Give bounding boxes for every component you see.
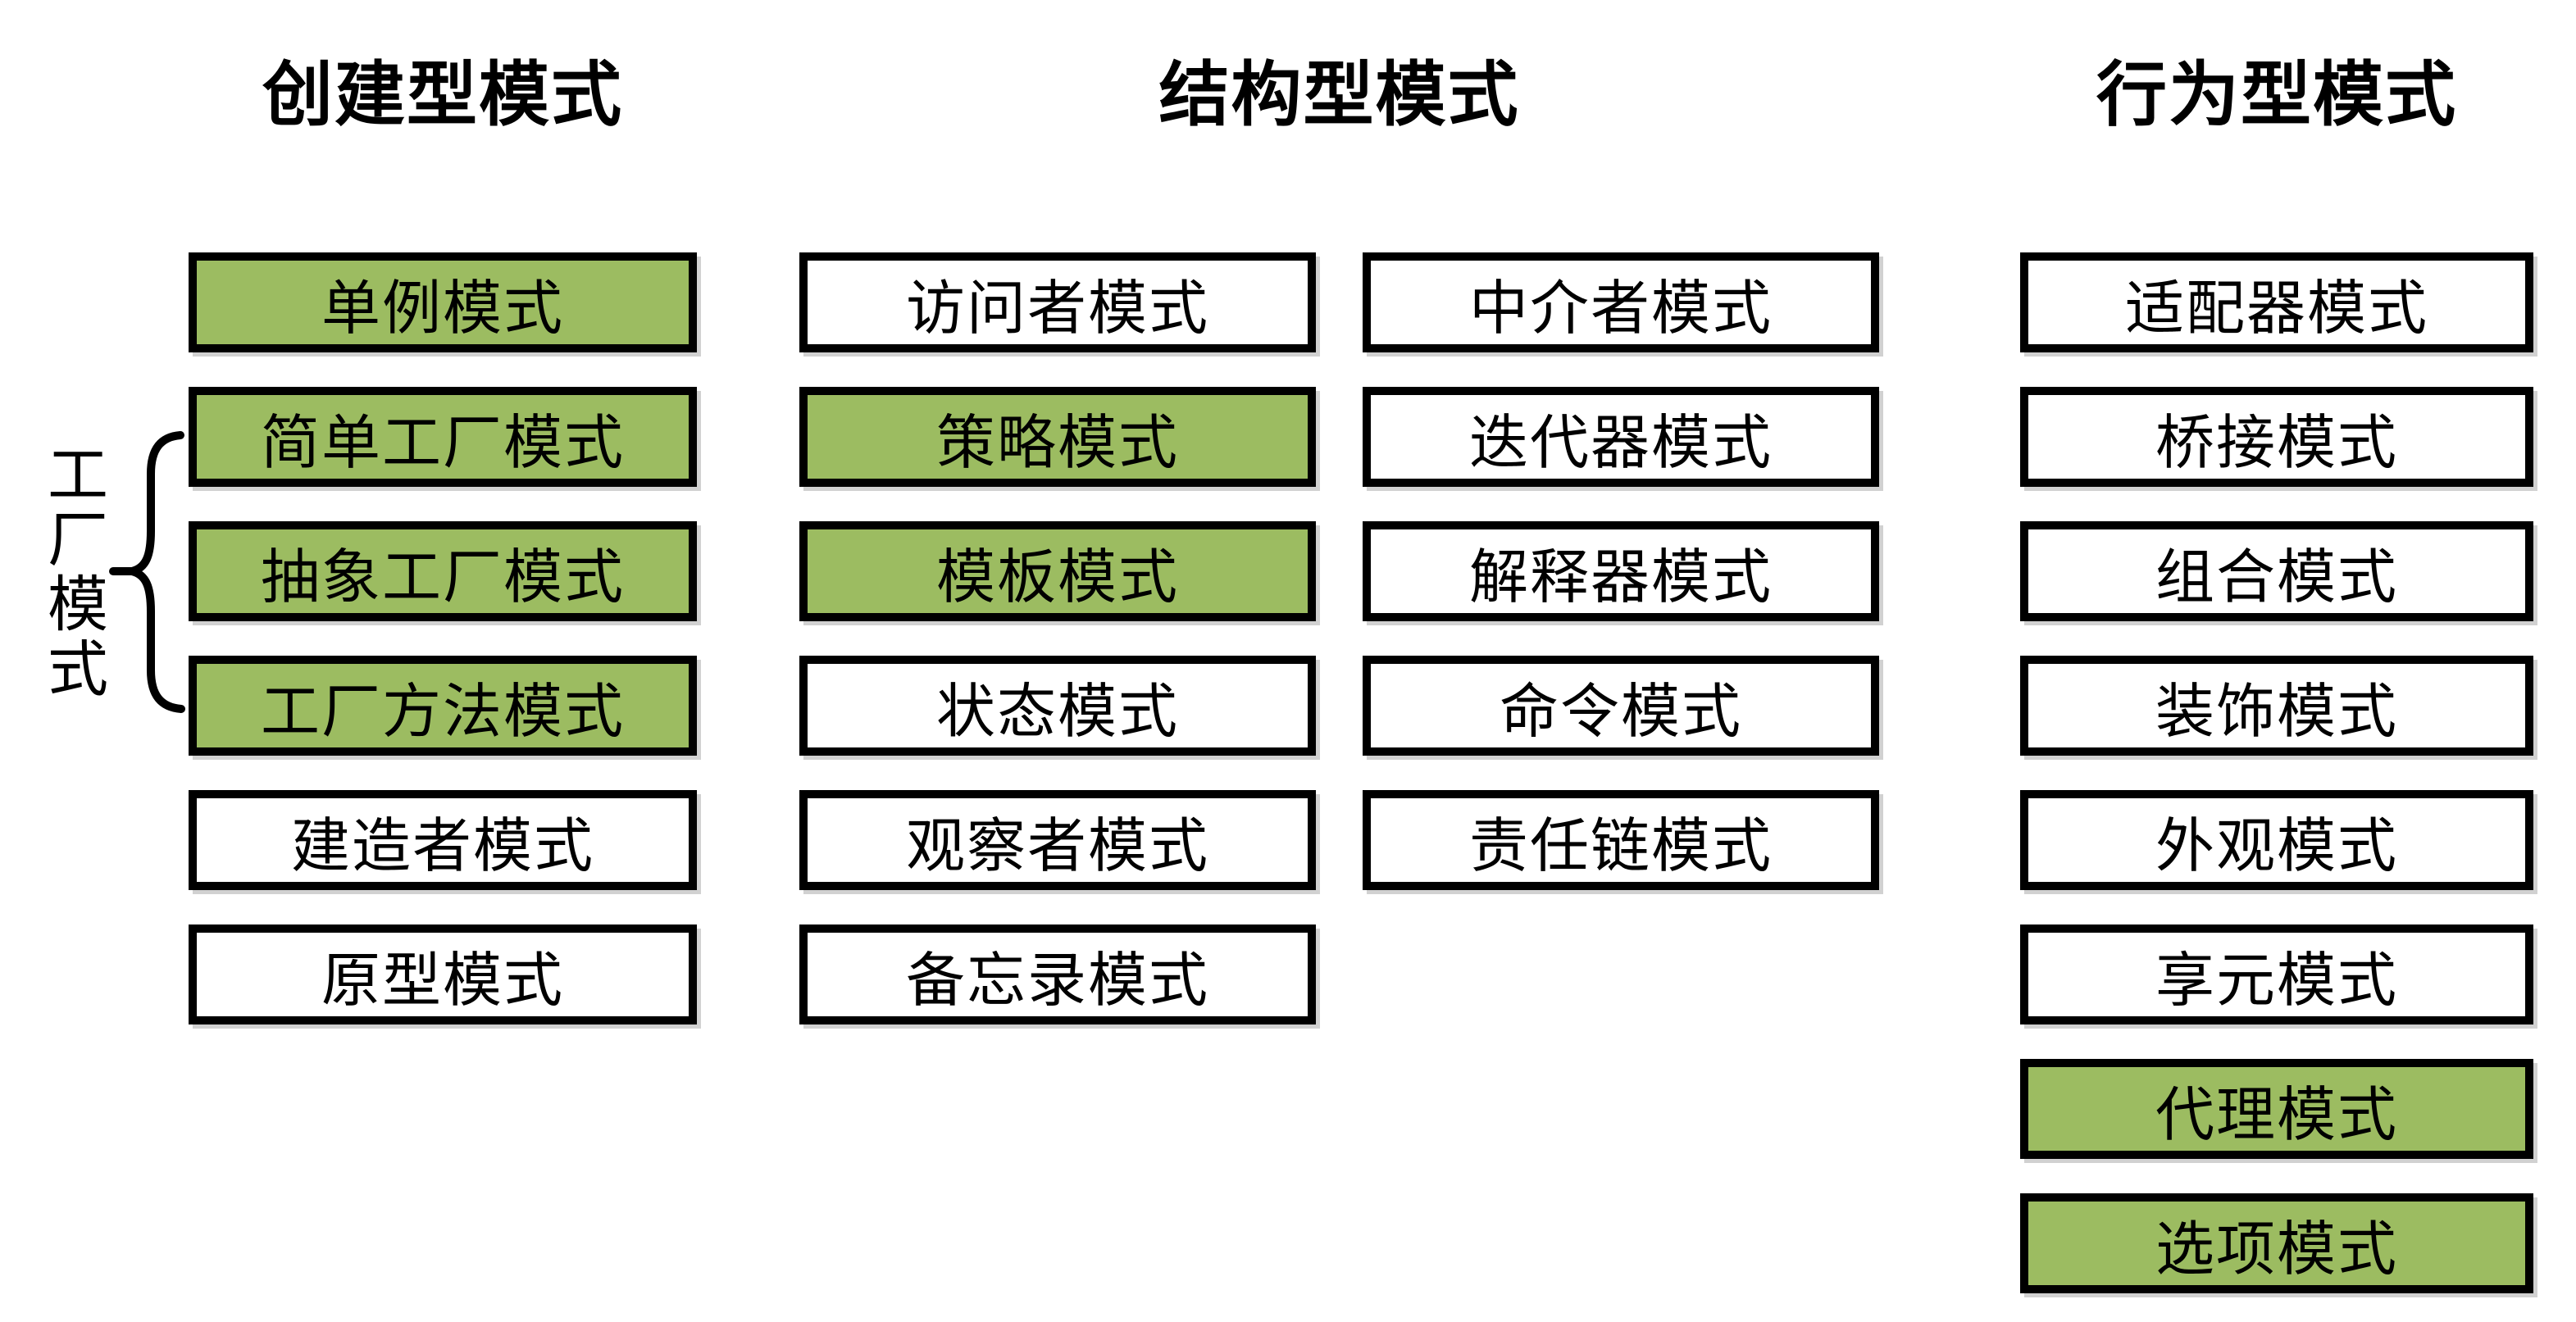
box-builder-pattern: 建造者模式 xyxy=(189,790,697,890)
box-facade-pattern: 外观模式 xyxy=(2020,790,2533,890)
box-decorator-pattern: 装饰模式 xyxy=(2020,656,2533,756)
box-simple-factory-pattern: 简单工厂模式 xyxy=(189,387,697,487)
header-behavioral-patterns: 行为型模式 xyxy=(2096,55,2457,134)
box-iterator-pattern: 迭代器模式 xyxy=(1363,387,1879,487)
box-singleton-pattern: 单例模式 xyxy=(189,252,697,352)
header-structural-patterns: 结构型模式 xyxy=(1158,55,1520,134)
box-factory-method-pattern: 工厂方法模式 xyxy=(189,656,697,756)
box-strategy-pattern: 策略模式 xyxy=(799,387,1316,487)
box-template-pattern: 模板模式 xyxy=(799,521,1316,621)
box-proxy-pattern: 代理模式 xyxy=(2020,1059,2533,1159)
box-state-pattern: 状态模式 xyxy=(799,656,1316,756)
box-interpreter-pattern: 解释器模式 xyxy=(1363,521,1879,621)
box-bridge-pattern: 桥接模式 xyxy=(2020,387,2533,487)
box-option-pattern: 选项模式 xyxy=(2020,1193,2533,1293)
box-composite-pattern: 组合模式 xyxy=(2020,521,2533,621)
box-adapter-pattern: 适配器模式 xyxy=(2020,252,2533,352)
factory-group-label: 工厂模式 xyxy=(48,441,108,703)
box-memento-pattern: 备忘录模式 xyxy=(799,924,1316,1024)
header-creational-patterns: 创建型模式 xyxy=(262,55,623,134)
box-prototype-pattern: 原型模式 xyxy=(189,924,697,1024)
box-visitor-pattern: 访问者模式 xyxy=(799,252,1316,352)
box-observer-pattern: 观察者模式 xyxy=(799,790,1316,890)
box-mediator-pattern: 中介者模式 xyxy=(1363,252,1879,352)
box-abstract-factory-pattern: 抽象工厂模式 xyxy=(189,521,697,621)
box-flyweight-pattern: 享元模式 xyxy=(2020,924,2533,1024)
box-command-pattern: 命令模式 xyxy=(1363,656,1879,756)
box-chain-of-responsibility-pattern: 责任链模式 xyxy=(1363,790,1879,890)
